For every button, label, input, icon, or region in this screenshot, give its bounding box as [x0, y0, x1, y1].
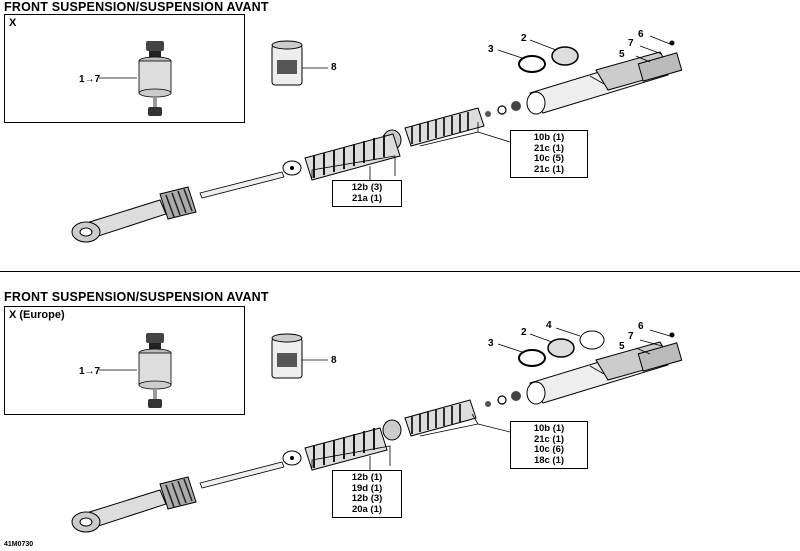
callout-5: 5: [619, 49, 625, 60]
oil-bottle-8: [271, 333, 328, 379]
piston-rod: [71, 171, 285, 243]
shock-body-cylinder: [526, 51, 683, 115]
quantity-box-rear: 10b (1) 21c (1) 10c (6) 18c (1): [510, 421, 588, 469]
callout-7: 7: [628, 331, 634, 342]
inset-label: X (Europe): [9, 309, 65, 321]
inset-callout: 1→7: [79, 366, 101, 377]
panel-separator: [0, 271, 800, 272]
piston-rod: [71, 461, 285, 533]
quantity-box-front: 12b (3) 21a (1): [332, 180, 402, 207]
callout-2: 2: [521, 33, 527, 44]
callout-6: 6: [638, 29, 644, 40]
shock-absorber-inset-drawing: [99, 41, 172, 116]
callout-4: 4: [546, 320, 552, 331]
front-suspension-exploded-view: [71, 35, 683, 243]
cap-2: [547, 338, 575, 358]
spring-stack-front: [304, 133, 401, 181]
callout-7: 7: [628, 38, 634, 49]
panel-title: FRONT SUSPENSION/SUSPENSION AVANT: [4, 0, 269, 14]
cap-2: [551, 46, 579, 66]
spring-stack-front: [304, 427, 388, 471]
oil-bottle-8: [271, 40, 328, 86]
front-suspension-exploded-view: [71, 327, 683, 533]
inset-callout: 1→7: [79, 74, 101, 85]
diagram-code: 41M0730: [4, 541, 34, 548]
quantity-box-front: 12b (1) 19d (1) 12b (3) 20a (1): [332, 470, 402, 518]
shock-inset: X 1→7: [4, 14, 245, 123]
quantity-box-rear: 10b (1) 21c (1) 10c (5) 21c (1): [510, 130, 588, 178]
callout-8: 8: [331, 355, 337, 366]
shock-inset: X (Europe) 1→7: [4, 306, 245, 415]
spring-stack-rear: [404, 399, 477, 437]
callout-3: 3: [488, 338, 494, 349]
callout-6: 6: [638, 321, 644, 332]
callout-5: 5: [619, 341, 625, 352]
panel-top: FRONT SUSPENSION/SUSPENSION AVANT X 1→7: [0, 0, 800, 271]
callout-8: 8: [331, 62, 337, 73]
inset-label: X: [9, 17, 17, 29]
o-ring-3: [518, 55, 546, 73]
shock-absorber-inset-drawing: [99, 333, 172, 408]
callout-3: 3: [488, 44, 494, 55]
panel-title: FRONT SUSPENSION/SUSPENSION AVANT: [4, 290, 269, 304]
o-ring-3: [518, 349, 546, 367]
shock-body-cylinder: [526, 341, 683, 405]
spring-stack-rear: [404, 107, 485, 147]
disc-4: [579, 330, 605, 350]
panel-bottom: FRONT SUSPENSION/SUSPENSION AVANT X (Eur…: [0, 290, 800, 551]
callout-2: 2: [521, 327, 527, 338]
